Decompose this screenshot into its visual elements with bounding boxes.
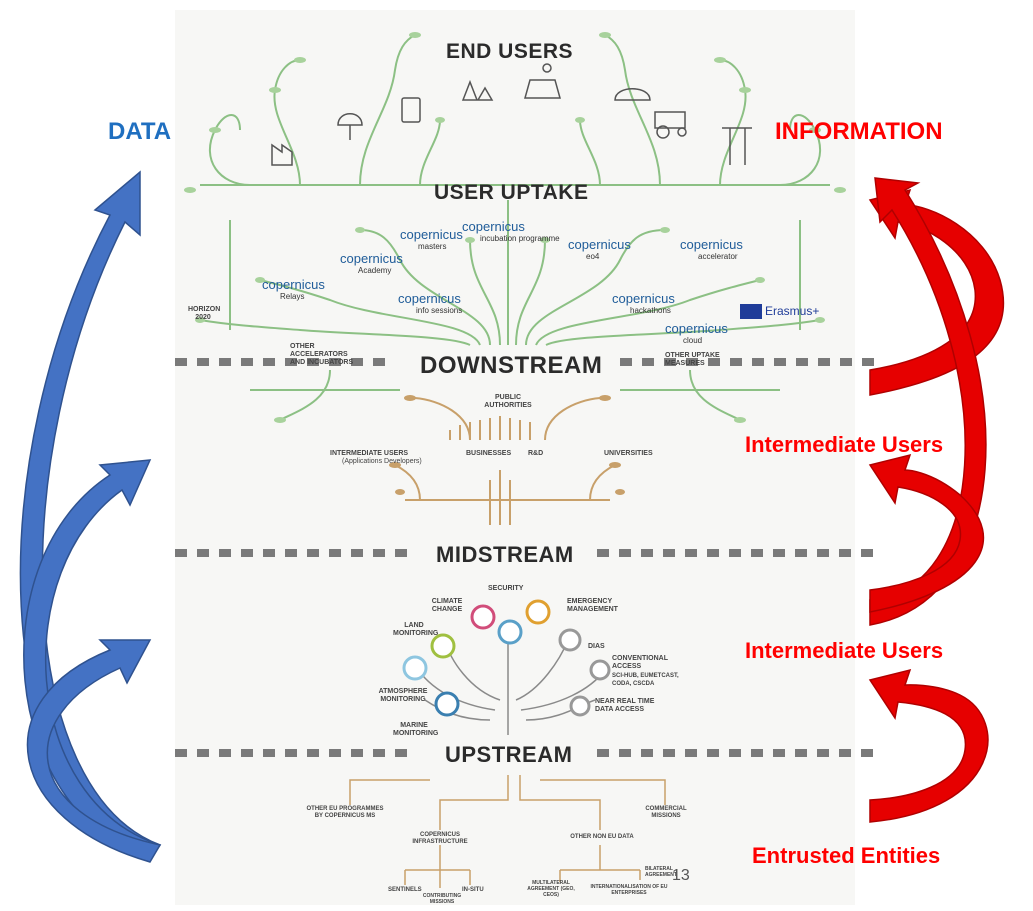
brown-tree: [394, 397, 616, 525]
land-node: [430, 633, 456, 659]
erasmus-label: Erasmus+: [765, 304, 820, 318]
bilateral-agreement-label: BILATERAL AGREEMENT: [645, 866, 677, 878]
marine-node: [434, 691, 460, 717]
umbrella-icon: [337, 113, 363, 140]
marine-monitoring-label: MARINE MONITORING: [393, 722, 439, 737]
public-authorities-label: PUBLIC AUTHORITIES: [484, 394, 532, 409]
security-node: [470, 604, 496, 630]
climate-change-label: CLIMATE CHANGE: [431, 598, 463, 613]
atmosphere-monitoring-label: ATMOSPHERE MONITORING: [378, 688, 428, 703]
sentinels-label: SENTINELS: [388, 887, 422, 893]
security-label: SECURITY: [488, 585, 524, 592]
crane-icon: [722, 127, 752, 165]
nrt-node: [569, 695, 591, 717]
stage-end-users: END USERS: [446, 40, 574, 63]
page-number: 13: [672, 867, 690, 884]
intermediate-users-label-1: Intermediate Users: [745, 432, 944, 457]
conventional-access-sub-label: SCI-HUB, EUMETCAST, CODA, CSCDA: [612, 673, 679, 687]
land-monitoring-label: LAND MONITORING: [393, 622, 439, 637]
whale-icon: [614, 88, 651, 101]
multilateral-agreement-label: MULTILATERAL AGREEMENT (GEO, CEOS): [527, 880, 575, 898]
blue-arrow-low: [26, 639, 162, 863]
stage-user-uptake: USER UPTAKE: [434, 181, 589, 204]
information-label: INFORMATION: [775, 118, 943, 145]
separator-upstream: [175, 749, 873, 757]
stage-midstream: MIDSTREAM: [436, 542, 574, 567]
tree-leaves: [184, 32, 846, 423]
intermediate-users-label-2: Intermediate Users: [745, 638, 944, 663]
midstream-nodes: [402, 599, 611, 717]
blue-arrows: [19, 170, 162, 863]
conventional-access-label: CONVENTIONAL ACCESS: [612, 655, 668, 670]
dias-label: DIAS: [588, 643, 605, 650]
dashed-separators: [175, 358, 874, 757]
other-non-eu-data-label: OTHER NON EU DATA: [570, 834, 634, 840]
separator-downstream: [175, 358, 874, 366]
rnd-label: R&D: [528, 450, 544, 457]
other-eu-programmes-label: OTHER EU PROGRAMMES BY COPERNICUS MS: [306, 806, 384, 819]
other-accelerators-label: OTHER ACCELERATORS AND INCUBATORS: [290, 343, 354, 366]
tractor-icon: [654, 111, 687, 139]
brown-leaves: [389, 395, 625, 495]
atmosphere-node: [402, 655, 428, 681]
entrusted-entities-label: Entrusted Entities: [752, 843, 941, 868]
oil-barrel-icon: [401, 97, 421, 123]
universities-label: UNIVERSITIES: [604, 450, 653, 457]
copernicus-infrastructure-label: COPERNICUS INFRASTRUCTURE: [412, 832, 468, 845]
other-uptake-measures-label: OTHER UPTAKE MEASURES: [665, 352, 720, 367]
red-arrows: [868, 177, 1005, 823]
data-label: DATA: [108, 118, 172, 145]
solar-panel-icon: [524, 63, 561, 99]
emergency-node: [525, 599, 551, 625]
commercial-missions-label: COMMERCIAL MISSIONS: [645, 806, 687, 819]
near-real-time-label: NEAR REAL TIME DATA ACCESS: [595, 698, 655, 713]
separator-midstream: [175, 549, 873, 557]
end-user-icons: [271, 63, 752, 166]
forest-icon: [461, 79, 494, 101]
emergency-management-label: EMERGENCY MANAGEMENT: [567, 598, 618, 613]
red-arrow-low: [868, 668, 989, 823]
climate-node: [497, 619, 523, 645]
in-situ-label: IN-SITU: [462, 887, 484, 893]
conventional-node: [589, 659, 611, 681]
contributing-missions-label: CONTRIBUTING MISSIONS: [422, 893, 462, 905]
intermediate-users-sub-label: (Applications Developers): [342, 458, 422, 465]
dias-node: [558, 628, 582, 652]
horizon-2020-label: HORIZON 2020: [188, 306, 221, 321]
internationalisation-label: INTERNATIONALISATION OF EU ENTERPRISES: [590, 884, 668, 896]
red-arrow-mid: [868, 453, 985, 613]
upstream-tree: [349, 775, 666, 888]
intermediate-users-diagram-label: INTERMEDIATE USERS: [330, 450, 409, 457]
businesses-label: BUSINESSES: [466, 450, 512, 457]
stage-downstream: DOWNSTREAM: [420, 352, 603, 379]
eu-flag-icon: [740, 304, 762, 319]
factory-icon: [271, 143, 293, 166]
stage-upstream: UPSTREAM: [445, 742, 573, 767]
